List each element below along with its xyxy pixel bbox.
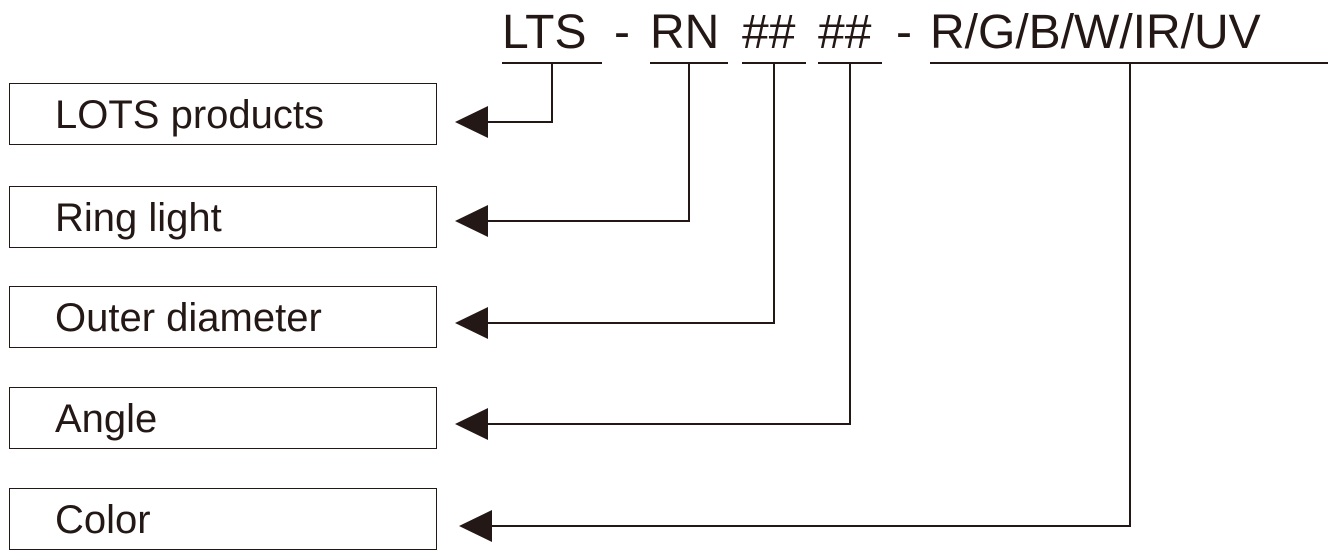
box-lots-products: LOTS products (9, 83, 437, 145)
arrow-head-ring-light (455, 205, 488, 237)
arrow-head-color (459, 510, 492, 542)
connector-type (488, 62, 690, 222)
arrow-head-angle (455, 408, 488, 440)
code-separator-1: - (614, 6, 630, 59)
code-separator-2: - (896, 6, 912, 59)
box-ring-light: Ring light (9, 186, 437, 248)
connector-diameter (488, 62, 775, 324)
box-color: Color (9, 488, 437, 550)
connector-prefix (488, 62, 553, 123)
box-angle: Angle (9, 387, 437, 449)
arrow-head-outer-diameter (455, 307, 488, 339)
connector-angle (488, 62, 851, 425)
arrow-head-lots-products (455, 106, 488, 138)
box-outer-diameter: Outer diameter (9, 286, 437, 348)
connector-colors (490, 62, 1131, 527)
